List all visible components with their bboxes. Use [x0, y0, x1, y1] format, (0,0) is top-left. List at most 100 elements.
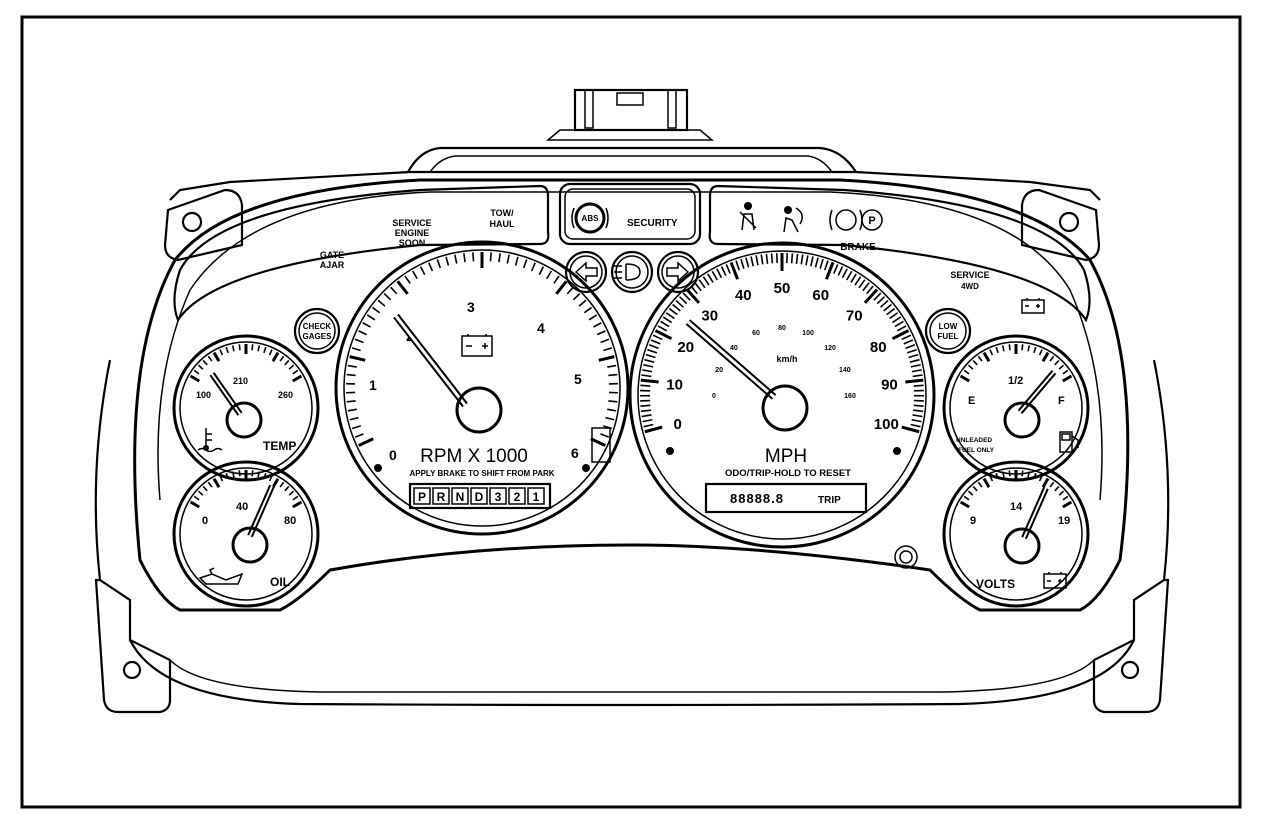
speed-tick [641, 374, 652, 378]
fuel-tick [967, 364, 974, 370]
speed-tick [833, 264, 839, 274]
svg-text:BRAKE: BRAKE [840, 242, 876, 253]
speed-tick [901, 334, 912, 341]
kmh-label-20: 20 [715, 367, 723, 374]
temp-tick [212, 351, 221, 362]
gear-box [489, 487, 507, 505]
temp-tick [238, 344, 241, 351]
gear-indicator [408, 482, 552, 510]
speed-tick [901, 425, 920, 434]
fuel-tick-marks [959, 344, 1073, 383]
tach-label-3: 3 [467, 299, 475, 315]
volts-label: VOLTS [976, 577, 1015, 591]
svg-text:GATE: GATE [320, 250, 344, 260]
odometer-display [704, 482, 868, 514]
tach-tick [358, 437, 374, 447]
tach-tick [583, 306, 593, 314]
speed-tick [891, 329, 910, 341]
fuel-tick [1049, 355, 1055, 362]
tach-tick [553, 275, 560, 284]
mph-label-60: 60 [812, 287, 829, 304]
odo-reset-note: ODO/TRIP-HOLD TO RESET [725, 468, 851, 479]
speed-tick [906, 348, 917, 354]
tach-tick [390, 286, 398, 295]
tach-tick-marks [346, 252, 618, 447]
speed-tick [682, 292, 691, 301]
volts-battery-icon [1043, 573, 1067, 589]
airbag-icon [783, 206, 803, 233]
speed-tick [873, 292, 882, 301]
tach-label-6: 6 [571, 445, 579, 461]
tach-tick [428, 262, 434, 272]
tach-battery-icon [461, 335, 493, 357]
tach-tick [600, 338, 610, 344]
abs-indicator: ABS [571, 202, 609, 234]
oil-tick [292, 500, 303, 509]
fuel-note-1: UNLEADED [956, 437, 992, 444]
tach-tick [605, 416, 615, 421]
temp-tick [231, 345, 235, 352]
gear-letter: R [437, 490, 446, 504]
speed-tick [740, 258, 745, 269]
mph-label-70: 70 [846, 308, 863, 325]
oil-tick-40: 40 [236, 501, 248, 513]
right-warning-panel [708, 184, 1091, 323]
volts-tick [959, 500, 970, 509]
tach-tick [607, 408, 617, 412]
speed-tick [640, 384, 651, 387]
oil-tick [238, 470, 241, 477]
speed-tick [911, 418, 922, 423]
temp-tick [288, 364, 295, 370]
speed-tick [866, 285, 874, 295]
speed-tick [657, 325, 668, 332]
tach-tick [530, 262, 536, 272]
speed-tick [720, 266, 727, 276]
speed-tick [908, 353, 919, 359]
volts-tick [1033, 472, 1037, 480]
fuel-tick [1041, 351, 1050, 362]
speed-unit-label: MPH [765, 446, 807, 467]
svg-text:GAGES: GAGES [303, 332, 333, 341]
speed-tick [711, 270, 718, 281]
gate-ajar-indicator: GATE AJAR [320, 250, 345, 270]
tach-tick [445, 256, 450, 266]
fuel-tick-f: F [1058, 395, 1065, 407]
speed-tick [805, 255, 809, 266]
fuel-tick [1062, 369, 1069, 375]
tach-label-4: 4 [537, 320, 545, 336]
tach-tick [572, 292, 581, 301]
speed-tick [668, 307, 678, 316]
oil-tick [288, 490, 295, 496]
speed-tick [858, 279, 866, 289]
temp-tick [193, 369, 200, 375]
gear-letter: 3 [495, 490, 502, 504]
speed-tick [645, 353, 656, 359]
temp-tick [268, 349, 273, 356]
speed-tick [891, 316, 902, 324]
outer-frame [20, 15, 1242, 809]
trip-reset-knob [894, 545, 918, 569]
speed-tick [643, 423, 654, 428]
speed-tick [824, 260, 829, 271]
tach-tick [377, 299, 386, 307]
volts-tick [982, 477, 991, 488]
tach-tick [522, 259, 528, 269]
tach-tick [566, 286, 574, 295]
kmh-label-0: 0 [712, 393, 716, 400]
speed-tick [896, 325, 907, 332]
speed-tick [642, 418, 653, 423]
speed-tick [825, 261, 835, 280]
speed-tick [672, 303, 681, 312]
brake-indicator: P BRAKE [829, 209, 883, 253]
tach-tick [608, 373, 618, 377]
svg-text:SERVICE: SERVICE [392, 218, 431, 228]
speed-tick [690, 285, 698, 295]
fuel-tick [972, 359, 978, 366]
tach-tick [346, 373, 356, 377]
speed-tick [648, 344, 659, 350]
speed-tick [640, 404, 651, 407]
mph-label-0: 0 [674, 416, 682, 433]
speed-tick [910, 363, 921, 368]
